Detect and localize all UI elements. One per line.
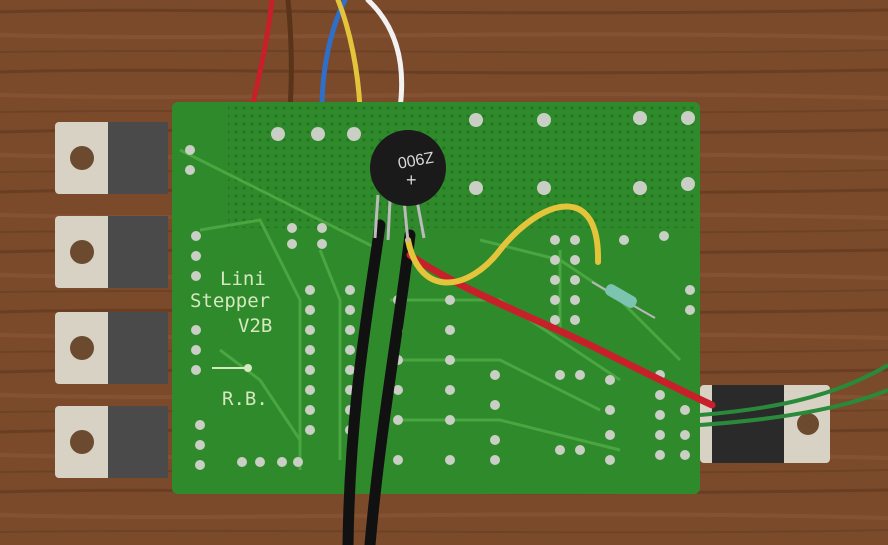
resistor-icon <box>591 281 656 319</box>
black-cables <box>342 219 416 545</box>
rectifier-marking: Z900 <box>396 148 435 171</box>
yellow-wire <box>405 203 602 286</box>
perfboard-area <box>228 104 698 228</box>
board-initials: R.B. <box>222 388 268 410</box>
bridge-rectifier-icon: Z900 + <box>370 130 446 243</box>
board-version: V2B <box>238 315 272 337</box>
board-title-line1: Lini <box>220 268 266 290</box>
input-wires <box>249 0 405 111</box>
green-wires <box>699 363 888 427</box>
pcb-board: Lini Stepper V2B R.B. <box>172 102 700 494</box>
board-title-line2: Stepper <box>190 290 270 312</box>
transistor-heatsink-icon <box>55 122 168 478</box>
rectifier-polarity: + <box>406 170 417 190</box>
silk-marker-dot <box>244 364 252 372</box>
voltage-regulator-icon <box>700 385 830 463</box>
